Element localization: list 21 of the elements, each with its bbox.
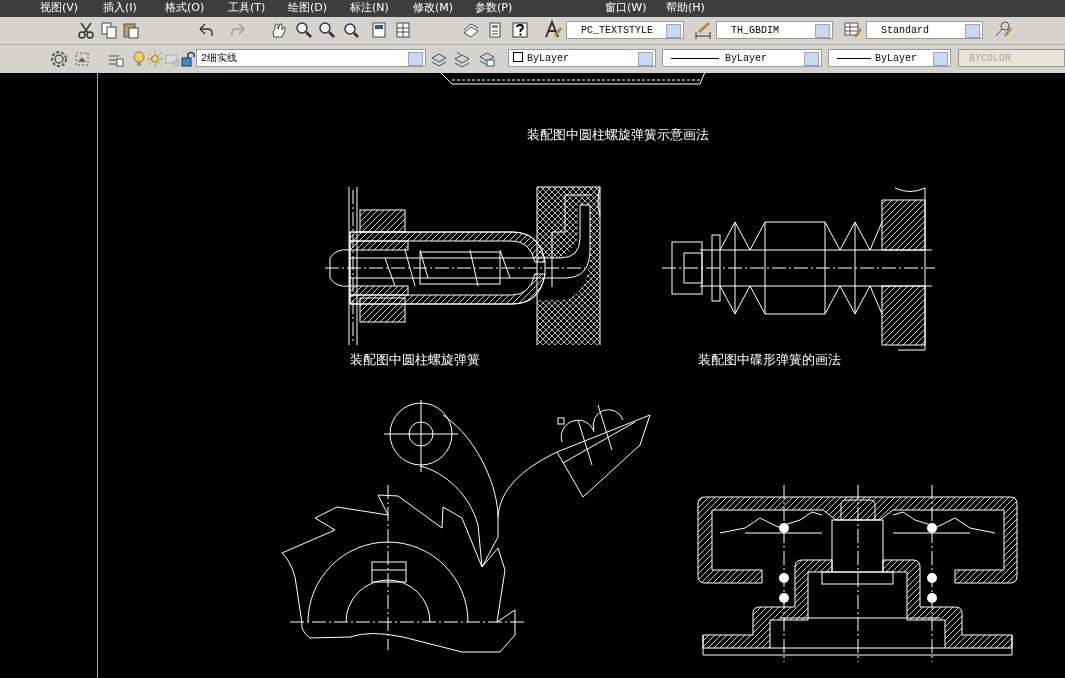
caption: 装配图中圆柱螺旋弹簧示意画法 bbox=[527, 127, 709, 143]
dropdown-field: 2细实线 bbox=[196, 49, 426, 67]
caption: 装配图中碟形弹簧的画法 bbox=[698, 352, 841, 368]
menu-item: 绘图(D) bbox=[288, 0, 328, 16]
caption: 装配图中圆柱螺旋弹簧 bbox=[350, 352, 480, 368]
menu-item: 参数(P) bbox=[475, 0, 513, 16]
dropdown-field: ByLayer bbox=[828, 49, 951, 67]
menu-item: 帮助(H) bbox=[666, 0, 705, 16]
menu-item: 窗口(W) bbox=[605, 0, 647, 16]
menu-item: 修改(M) bbox=[413, 0, 454, 16]
dropdown-field: TH_GBDIM bbox=[716, 21, 833, 39]
menu-item: 标注(N) bbox=[350, 0, 389, 16]
menu-item: 视图(V) bbox=[40, 0, 79, 16]
dropdown-field: ByLayer bbox=[662, 49, 822, 67]
menu-item: 插入(I) bbox=[103, 0, 137, 16]
dropdown-field: PC_TEXTSTYLE bbox=[566, 21, 684, 39]
dropdown-field: Standard bbox=[866, 21, 983, 39]
menu-item: 工具(T) bbox=[228, 0, 266, 16]
menu-item: 格式(O) bbox=[165, 0, 205, 16]
dropdown-field: ByLayer bbox=[508, 49, 656, 67]
dropdown-field: BYCOLOR bbox=[958, 49, 1065, 67]
